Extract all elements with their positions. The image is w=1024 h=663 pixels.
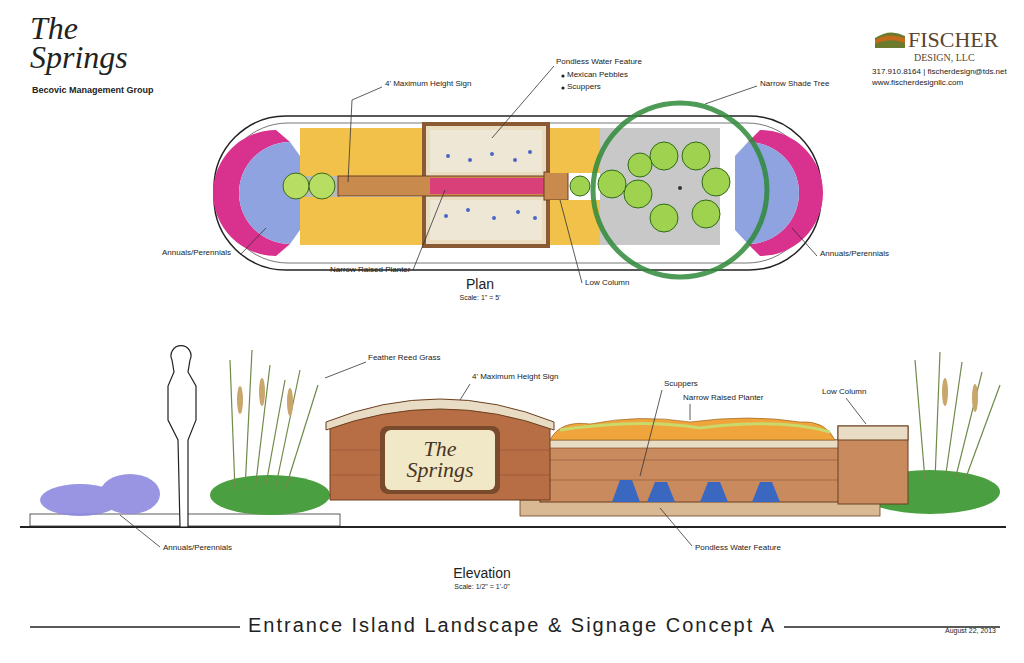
view-title: Elevation	[453, 566, 511, 581]
callout: Annuals/Perennials	[162, 249, 231, 258]
callout: 4' Maximum Height Sign	[385, 80, 471, 89]
callout: Annuals/Perennials	[163, 544, 232, 553]
callout: Narrow Shade Tree	[760, 80, 829, 89]
callout: Low Column	[585, 279, 629, 288]
view-title: Plan	[466, 277, 494, 292]
sign-panel: The Springs	[385, 430, 495, 490]
scale-note: Scale: 1" = 5'	[460, 294, 501, 302]
date-note: August 22, 2013	[945, 627, 996, 635]
scale-note: Scale: 1/2" = 1'-0"	[454, 583, 510, 591]
firm-logo: FISCHER	[908, 28, 998, 52]
callout: Feather Reed Grass	[368, 354, 440, 363]
firm-contact: 317.910.8164 | fischerdesign@tds.net	[872, 68, 1007, 77]
callout: Scuppers	[567, 83, 601, 92]
drawing-title: Entrance Island Landscape & Signage Conc…	[240, 614, 784, 636]
callout: 4' Maximum Height Sign	[472, 373, 558, 382]
callout: Narrow Raised Planter	[683, 394, 763, 403]
callout: Low Column	[822, 388, 866, 397]
callout: Narrow Raised Planter	[330, 266, 410, 275]
callout: Mexican Pebbles	[567, 71, 628, 80]
client-name: Becovic Management Group	[32, 86, 154, 96]
callout: Annuals/Perennials	[820, 250, 889, 259]
client-logo: The Springs	[30, 14, 140, 72]
firm-subtitle: DESIGN, LLC	[914, 52, 975, 63]
firm-website: www.fischerdesignllc.com	[872, 79, 963, 88]
sign-text: The Springs	[390, 439, 490, 481]
callout: Scuppers	[664, 380, 698, 389]
callout: Pondless Water Feature	[556, 58, 642, 67]
callout: Pondless Water Feature	[695, 544, 781, 553]
